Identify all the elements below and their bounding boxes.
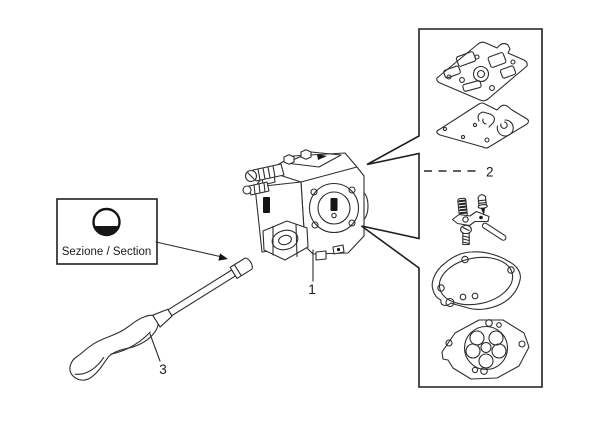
callout-2: 2 bbox=[424, 165, 494, 180]
carburetor-drawing bbox=[242, 149, 369, 261]
lever-pin bbox=[481, 222, 507, 241]
pump-diaphragm bbox=[441, 319, 530, 380]
top-bolt bbox=[300, 149, 312, 160]
inlet-needle bbox=[477, 194, 488, 216]
metering-gasket bbox=[436, 41, 528, 102]
pump-gasket bbox=[431, 251, 521, 310]
callout-3-label: 3 bbox=[159, 362, 167, 377]
section-legend-box bbox=[56, 198, 158, 265]
kit-callout-box bbox=[361, 28, 543, 388]
metering-diaphragm bbox=[436, 102, 530, 149]
screwdriver-drawing bbox=[69, 257, 253, 381]
screwdriver-shaft bbox=[167, 269, 236, 317]
inlet-needle-parts bbox=[451, 194, 507, 246]
metering-lever bbox=[451, 210, 490, 227]
section-legend: Sezione / Section bbox=[56, 198, 158, 265]
callout-1: 1 bbox=[308, 249, 316, 297]
screwdriver-socket-tip bbox=[229, 257, 253, 279]
screwdriver-handle bbox=[69, 314, 159, 381]
callout-3: 3 bbox=[149, 333, 167, 377]
callout-1-label: 1 bbox=[308, 282, 316, 297]
callout-2-label: 2 bbox=[486, 165, 494, 180]
section-leader-arrow bbox=[155, 241, 228, 261]
arrowhead-icon bbox=[218, 253, 228, 261]
top-bolt bbox=[283, 154, 295, 165]
section-symbol-icon bbox=[92, 207, 121, 237]
screwdriver-handle-contour bbox=[74, 331, 151, 375]
section-symbol-fill bbox=[94, 226, 119, 235]
section-legend-label: Sezione / Section bbox=[62, 246, 152, 258]
lever-screw bbox=[460, 224, 472, 246]
